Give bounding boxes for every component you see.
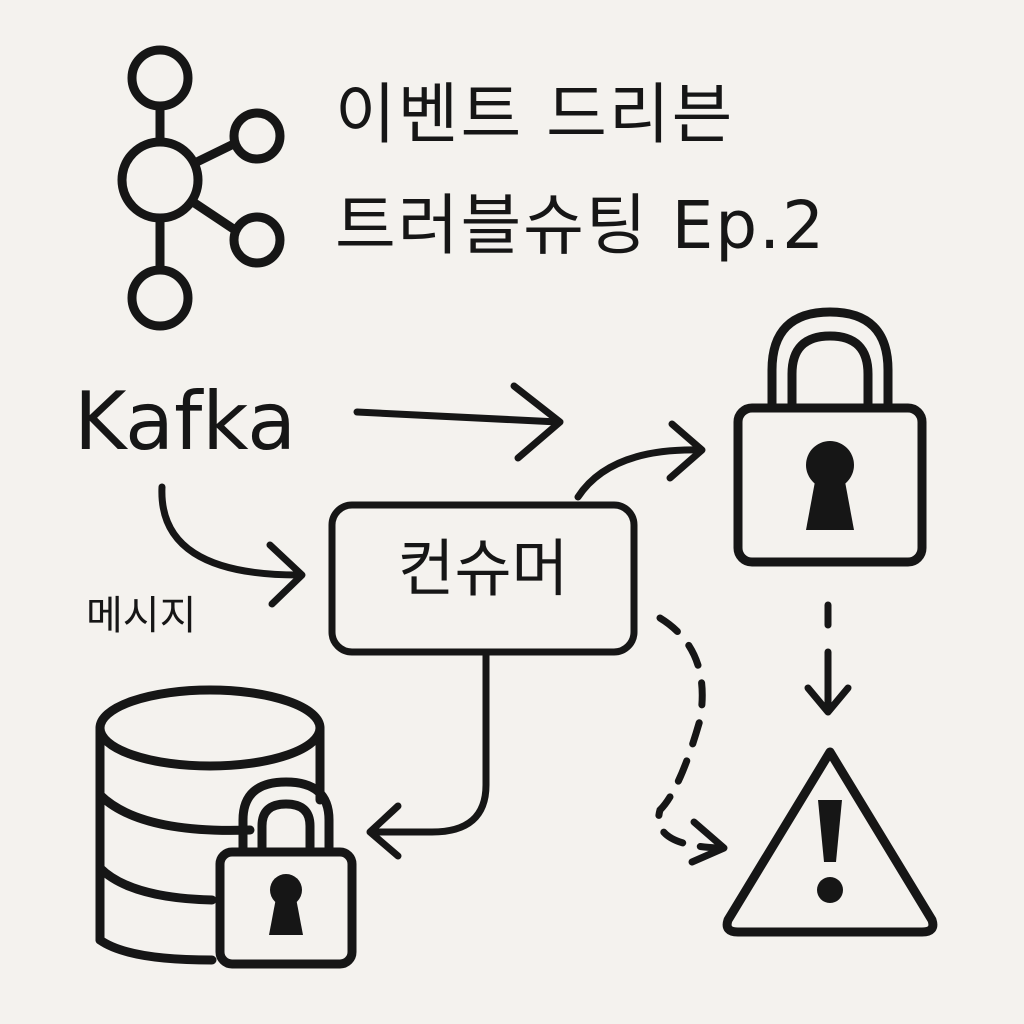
consumer-to-database-arrow (366, 651, 490, 860)
consumer-to-warning-dashed-arrow (655, 614, 728, 866)
lock-icon (733, 307, 927, 567)
warning-icon (722, 747, 938, 937)
title-line-1: 이벤트 드리븐 (335, 76, 735, 153)
consumer-label: 컨슈머 (397, 532, 569, 605)
title-line-2: 트러블슈팅 Ep.2 (335, 187, 827, 264)
consumer-to-lock-arrow (574, 420, 706, 501)
kafka-to-lock-arrow (353, 382, 564, 462)
database-icon (95, 685, 325, 965)
message-label: 메시지 (86, 593, 197, 639)
message-arrow (158, 483, 306, 608)
kafka-logo-icon (117, 45, 285, 331)
lock-to-warning-arrow (804, 601, 852, 716)
consumer-box (328, 501, 638, 656)
kafka-label: Kafka (74, 375, 297, 468)
database-lock-icon (215, 777, 357, 969)
